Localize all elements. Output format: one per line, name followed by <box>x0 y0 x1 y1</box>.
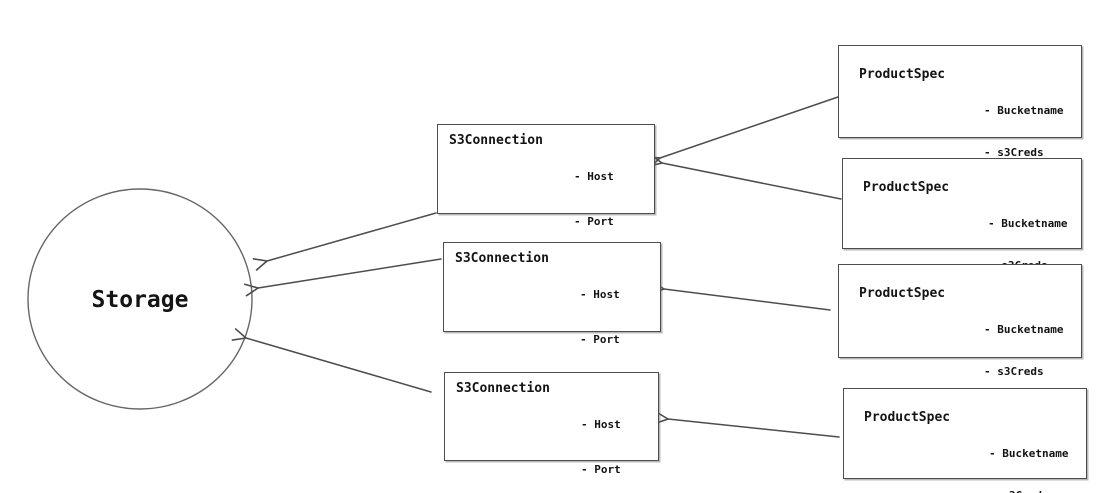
attribute: - Bucketname <box>988 217 1068 230</box>
node-title: ProductSpec <box>864 410 951 425</box>
s3connection-node-2[interactable]: S3Connection - Host - Port - TLS <box>443 242 661 391</box>
attribute: - s3Creds <box>989 489 1068 493</box>
attribute: - Port <box>581 463 621 476</box>
attribute-list: - Host - Port - TLS <box>581 387 621 493</box>
node-title: ProductSpec <box>863 180 950 195</box>
storage-circle[interactable] <box>27 188 253 410</box>
arrow-s3connection3-to-storage <box>246 338 432 393</box>
node-title: ProductSpec <box>859 286 946 301</box>
attribute: - s3Creds <box>984 146 1044 159</box>
productspec-node-1[interactable]: ProductSpec - Bucketname - s3Creds <box>838 45 1082 159</box>
s3connection-node-3[interactable]: S3Connection - Host - Port - TLS <box>444 372 659 476</box>
attribute: - s3Creds <box>984 365 1044 378</box>
arrow-s3connection1-to-storage <box>267 212 437 261</box>
productspec-node-3[interactable]: ProductSpec - Bucketname - s3Creds <box>838 264 1082 378</box>
productspec-node-2[interactable]: ProductSpec - Bucketname - s3Creds <box>842 158 1082 272</box>
attribute-list: - Bucketname - s3Creds <box>984 295 1063 407</box>
attribute: - Host <box>580 288 620 301</box>
arrow-productspec3-to-s3connection2 <box>664 289 831 311</box>
node-title: ProductSpec <box>859 67 946 82</box>
node-title: S3Connection <box>449 133 543 148</box>
arrow-productspec1-to-s3connection1 <box>660 96 839 158</box>
attribute: - Port <box>574 215 614 228</box>
arrow-productspec2-to-s3connection1 <box>662 163 842 200</box>
arrow-s3connection2-to-storage <box>258 258 442 288</box>
productspec-node-4[interactable]: ProductSpec - Bucketname - s3Creds <box>843 388 1087 493</box>
attribute-list: - Bucketname - s3Creds <box>984 76 1063 188</box>
attribute: - Host <box>581 418 621 431</box>
node-title: S3Connection <box>455 251 549 266</box>
attribute: - Bucketname <box>989 447 1069 460</box>
attribute: - Host <box>574 170 614 183</box>
attribute: - Bucketname <box>984 104 1064 117</box>
arrow-group <box>246 96 842 438</box>
node-title: S3Connection <box>456 381 550 396</box>
arrow-productspec4-to-s3connection3 <box>668 419 840 438</box>
attribute-list: - Bucketname - s3Creds <box>989 419 1068 493</box>
attribute: - Bucketname <box>984 323 1064 336</box>
attribute: - Port <box>580 333 620 346</box>
s3connection-node-1[interactable]: S3Connection - Host - Port - TLS <box>437 124 655 273</box>
